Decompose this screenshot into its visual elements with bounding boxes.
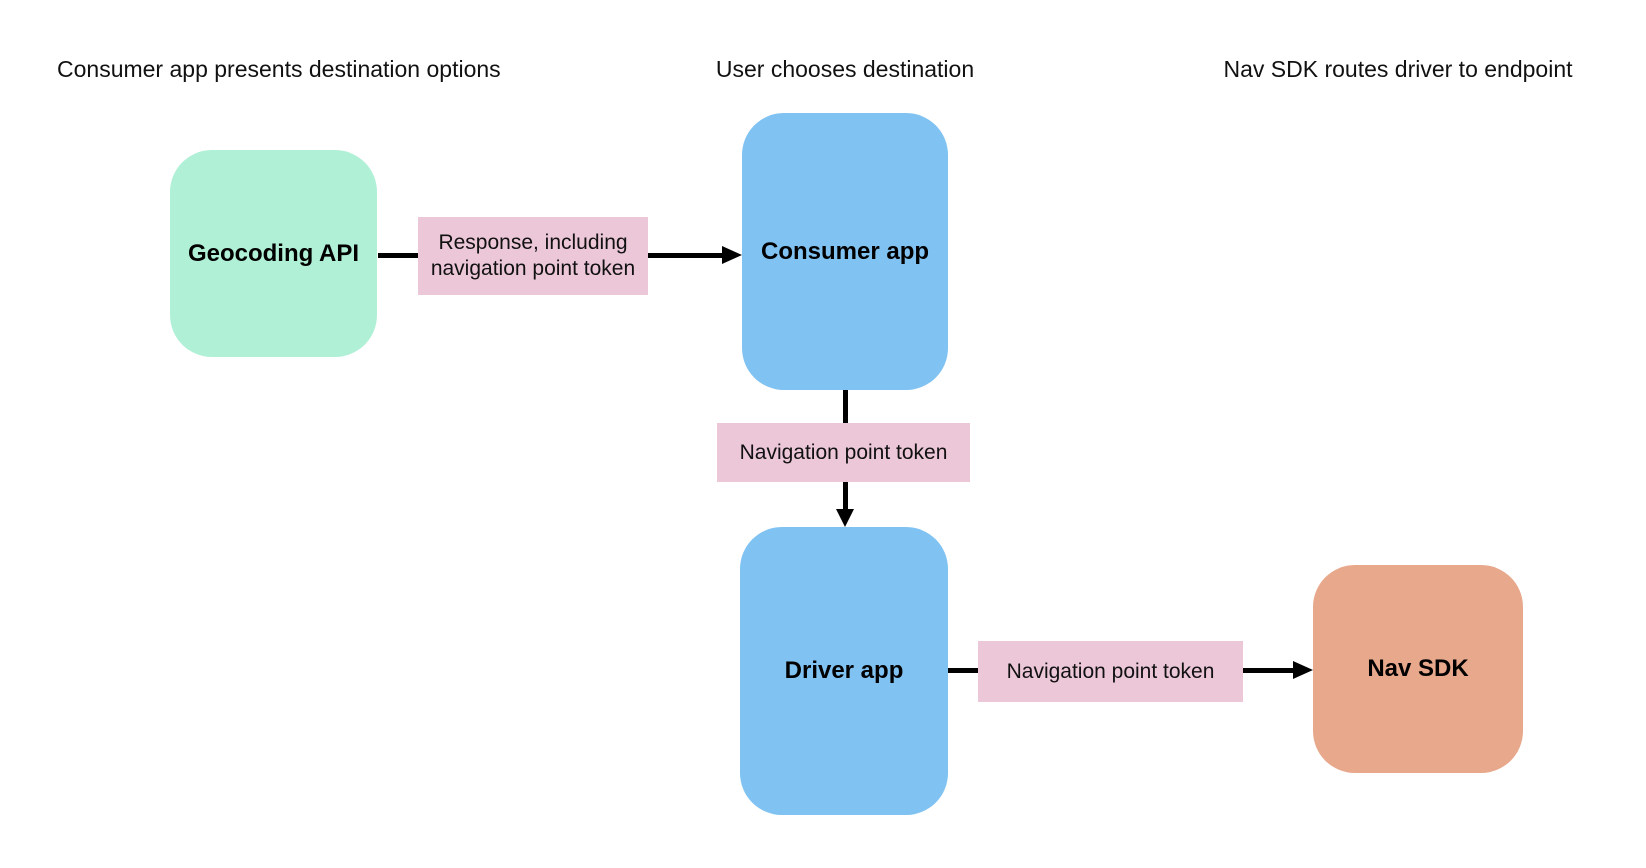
edge-label-navigation-point-token-1: Navigation point token (717, 423, 970, 482)
node-geocoding-api: Geocoding API (170, 150, 377, 357)
node-driver-app-label: Driver app (784, 657, 904, 684)
column-header-user-chooses: User chooses destination (715, 56, 975, 82)
node-driver-app: Driver app (740, 527, 948, 815)
edge-line-consumer-to-label (843, 390, 848, 423)
node-nav-sdk: Nav SDK (1313, 565, 1523, 773)
edge-line-driver-to-label (948, 668, 978, 673)
node-geocoding-api-label: Geocoding API (187, 239, 360, 267)
column-header-consumer-presents: Consumer app presents destination option… (57, 56, 501, 82)
node-consumer-app: Consumer app (742, 113, 948, 390)
edge-line-geocoding-to-label (378, 253, 418, 258)
arrowhead-down-icon (836, 509, 854, 527)
arrowhead-right-icon (1293, 661, 1313, 679)
edge-label-navigation-point-token-2: Navigation point token (978, 641, 1243, 702)
arrowhead-right-icon (722, 246, 742, 264)
edge-line-label-to-navsdk (1243, 668, 1293, 673)
node-nav-sdk-label: Nav SDK (1367, 655, 1469, 682)
node-consumer-app-label: Consumer app (760, 237, 930, 265)
edge-line-label-to-consumer (648, 253, 724, 258)
edge-label-response-token: Response, including navigation point tok… (418, 217, 648, 295)
edge-line-label-to-driver (843, 482, 848, 510)
column-header-navsdk-routes: Nav SDK routes driver to endpoint (1223, 56, 1573, 82)
